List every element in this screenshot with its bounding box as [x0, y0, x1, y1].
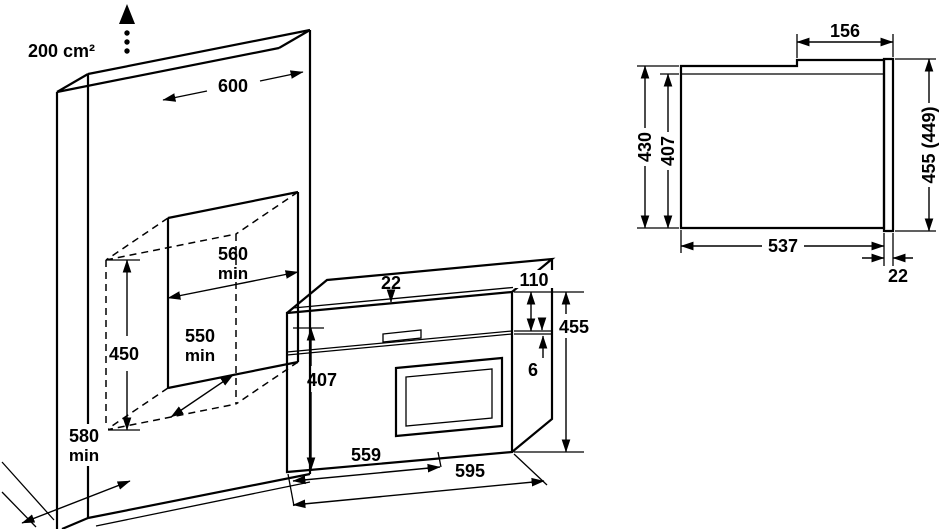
dim-body-height-label: 407: [307, 370, 337, 390]
dim-top-clearance-label: 22: [381, 273, 401, 293]
dim-cabinet-width: 600: [162, 70, 304, 102]
dim-top-recess-label: 156: [830, 21, 860, 41]
dim-niche-height-label: 450: [109, 344, 139, 364]
dim-body-height: 407: [293, 327, 337, 471]
dim-front-panel-height: 455 (449): [895, 58, 939, 232]
dim-niche-width: 560 min: [167, 244, 299, 300]
oven-control-panel: [286, 329, 513, 356]
dim-body-width-label: 559: [351, 445, 381, 465]
airflow-dots-icon: [124, 30, 130, 54]
niche-hidden-lines: [105, 191, 299, 431]
dim-overall-height: 430: [635, 65, 679, 229]
dim-front-panel-thickness-label: 22: [888, 266, 908, 286]
front-panel-profile: [882, 57, 895, 233]
dim-base-depth: 580 min: [21, 424, 131, 524]
dim-control-panel-height: 110: [513, 270, 584, 332]
dim-niche-depth: 550 min: [170, 326, 234, 418]
dim-overall-height-label: 430: [635, 132, 655, 162]
dim-panel-gap-label: 6: [528, 360, 538, 380]
dim-cabinet-width-label: 600: [218, 76, 248, 96]
dim-niche-depth-qualifier: min: [185, 346, 215, 365]
dim-top-clearance: 22: [381, 273, 401, 303]
oven-view: 22 110 455 6 407: [285, 257, 589, 509]
cabinet-view: 200 cm² 600 560 min 450 550 min 580: [1, 4, 312, 529]
dim-front-width: 595: [292, 453, 548, 509]
dim-body-depth: 537: [680, 230, 885, 266]
dim-inner-height: 407: [658, 73, 679, 229]
ventilation-indicator: 200 cm²: [28, 4, 135, 61]
dim-niche-depth-label: 550: [185, 326, 215, 346]
dim-front-panel-thickness: 22: [862, 233, 913, 286]
dim-inner-height-label: 407: [658, 136, 678, 166]
dim-base-depth-qualifier: min: [69, 446, 99, 465]
dim-panel-gap: 6: [514, 317, 552, 380]
dim-niche-width-qualifier: min: [218, 264, 248, 283]
dim-front-width-label: 595: [455, 461, 485, 481]
side-outline: [679, 57, 895, 233]
display-window: [382, 329, 422, 343]
dim-top-recess: 156: [796, 21, 894, 58]
dim-niche-height: 450: [106, 259, 140, 431]
dim-front-height: 455: [514, 291, 589, 453]
oven-door-window: [394, 356, 504, 438]
dim-body-depth-label: 537: [768, 236, 798, 256]
dim-front-panel-height-label: 455 (449): [919, 106, 939, 183]
dim-control-panel-height-label: 110: [519, 270, 548, 290]
dim-niche-width-label: 560: [218, 244, 248, 264]
ventilation-area-label: 200 cm²: [28, 41, 95, 61]
dim-base-depth-label: 580: [69, 426, 99, 446]
side-view: 156 430 407 455 (449) 537: [635, 21, 939, 286]
up-arrow-icon: [119, 4, 135, 24]
dim-front-height-label: 455: [559, 317, 589, 337]
